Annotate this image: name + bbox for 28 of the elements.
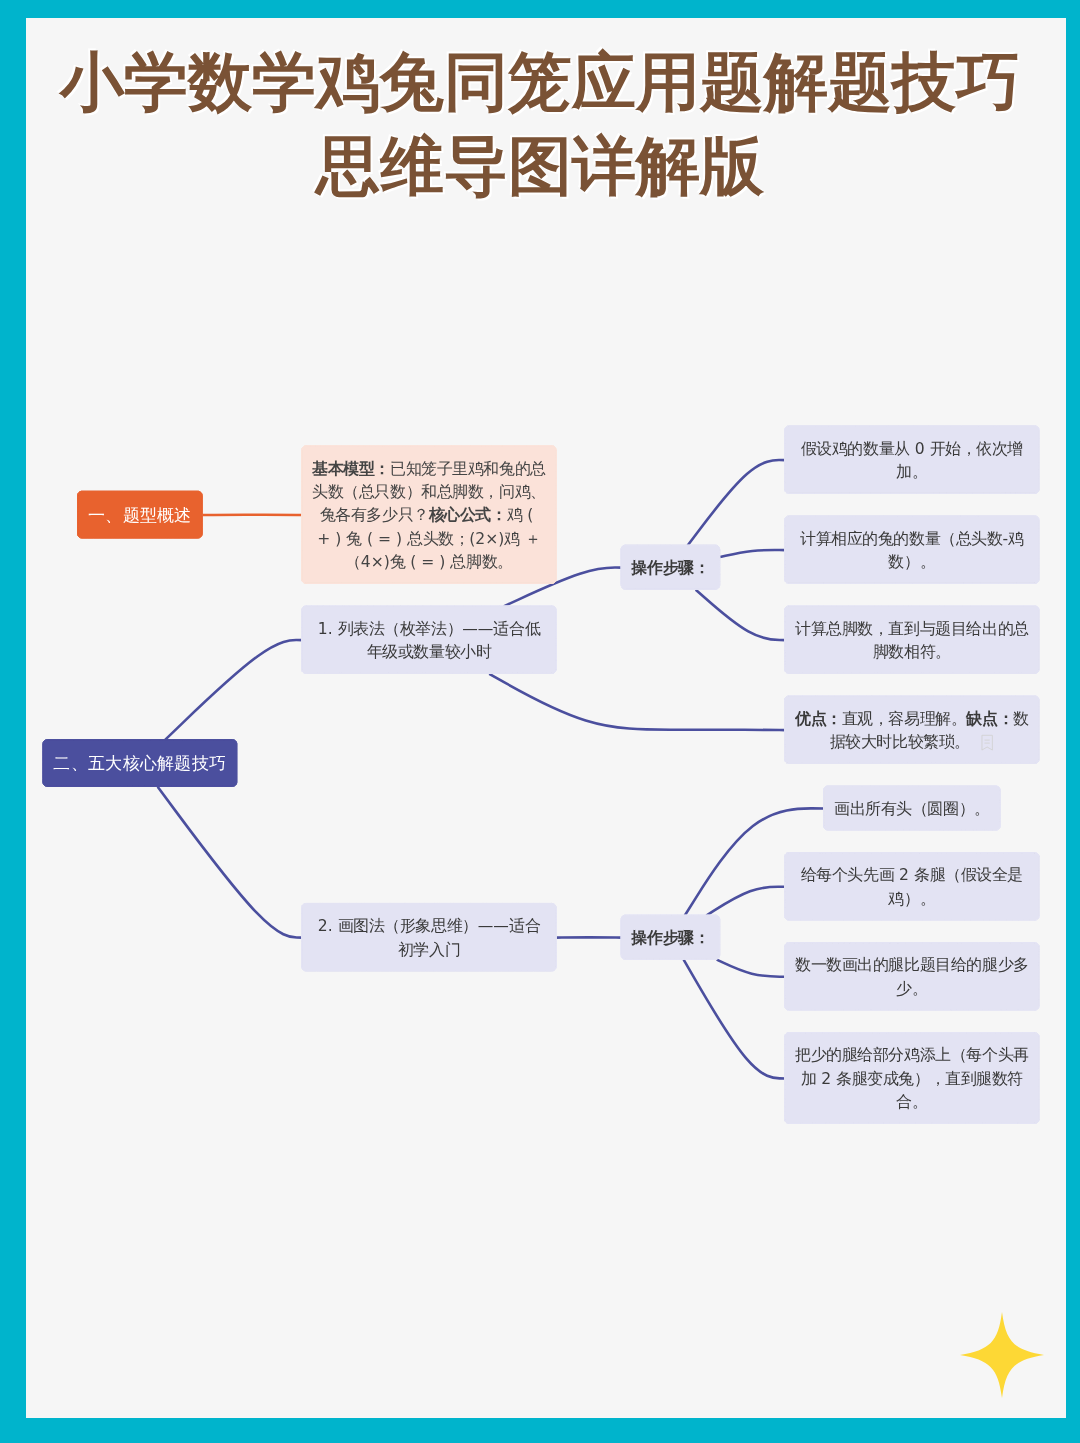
branch-box: 操作步骤： [620, 915, 721, 960]
title: 小学数学鸡兔同笼应用题解题技巧思维导图详解版 [58, 44, 1021, 205]
connector-line [488, 673, 786, 732]
connector-line [202, 513, 303, 517]
branch-box: 1. 列表法（枚举法）——适合低年级或数量较小时 [301, 605, 557, 675]
connector-line [686, 459, 786, 547]
connector-line [716, 958, 786, 979]
connector-line [683, 807, 824, 917]
connector-line [719, 549, 786, 559]
branch-box: 给每个头先画 2 条腿（假设全是鸡）。 [784, 852, 1040, 921]
branch-box: 假设鸡的数量从 0 开始，依次增加。 [784, 425, 1040, 495]
connector-line [682, 959, 786, 1081]
branch-box: 计算总脚数，直到与题目给出的总脚数相符。 [784, 605, 1040, 675]
branch-box: 画出所有头（圆圈）。 [823, 785, 1001, 831]
branch-box: 数一数画出的腿比题目给的腿少多少。 [784, 942, 1040, 1011]
branch-box: 操作步骤： [620, 545, 721, 590]
text-box: 基本模型：已知笼子里鸡和兔的总头数（总只数）和总脚数，问鸡、兔各有多少只？核心公式：鸡 ( + ) 兔 ( = ) 总头数；(2×)鸡 ＋（4×)兔 ( = ) 总脚数。 [301, 445, 557, 585]
connector-line [556, 936, 622, 940]
connector-line [694, 589, 786, 642]
branch-box: 把少的腿给部分鸡添上（每个头再加 2 条腿变成兔），直到腿数符合。 [784, 1032, 1040, 1125]
connector-line [156, 786, 303, 940]
branch-box: 优点：直观，容易理解。缺点：数据较大时比较繁琐。 [784, 695, 1040, 765]
connector-line [503, 566, 622, 608]
connector-line [705, 885, 786, 917]
section-heading-box: 一、题型概述 [77, 491, 203, 539]
branch-box: 计算相应的兔的数量（总头数-鸡数）。 [784, 515, 1040, 585]
branch-box: 2. 画图法（形象思维）——适合初学入门 [301, 903, 557, 972]
section-heading-box: 二、五大核心解题技巧 [42, 739, 238, 788]
